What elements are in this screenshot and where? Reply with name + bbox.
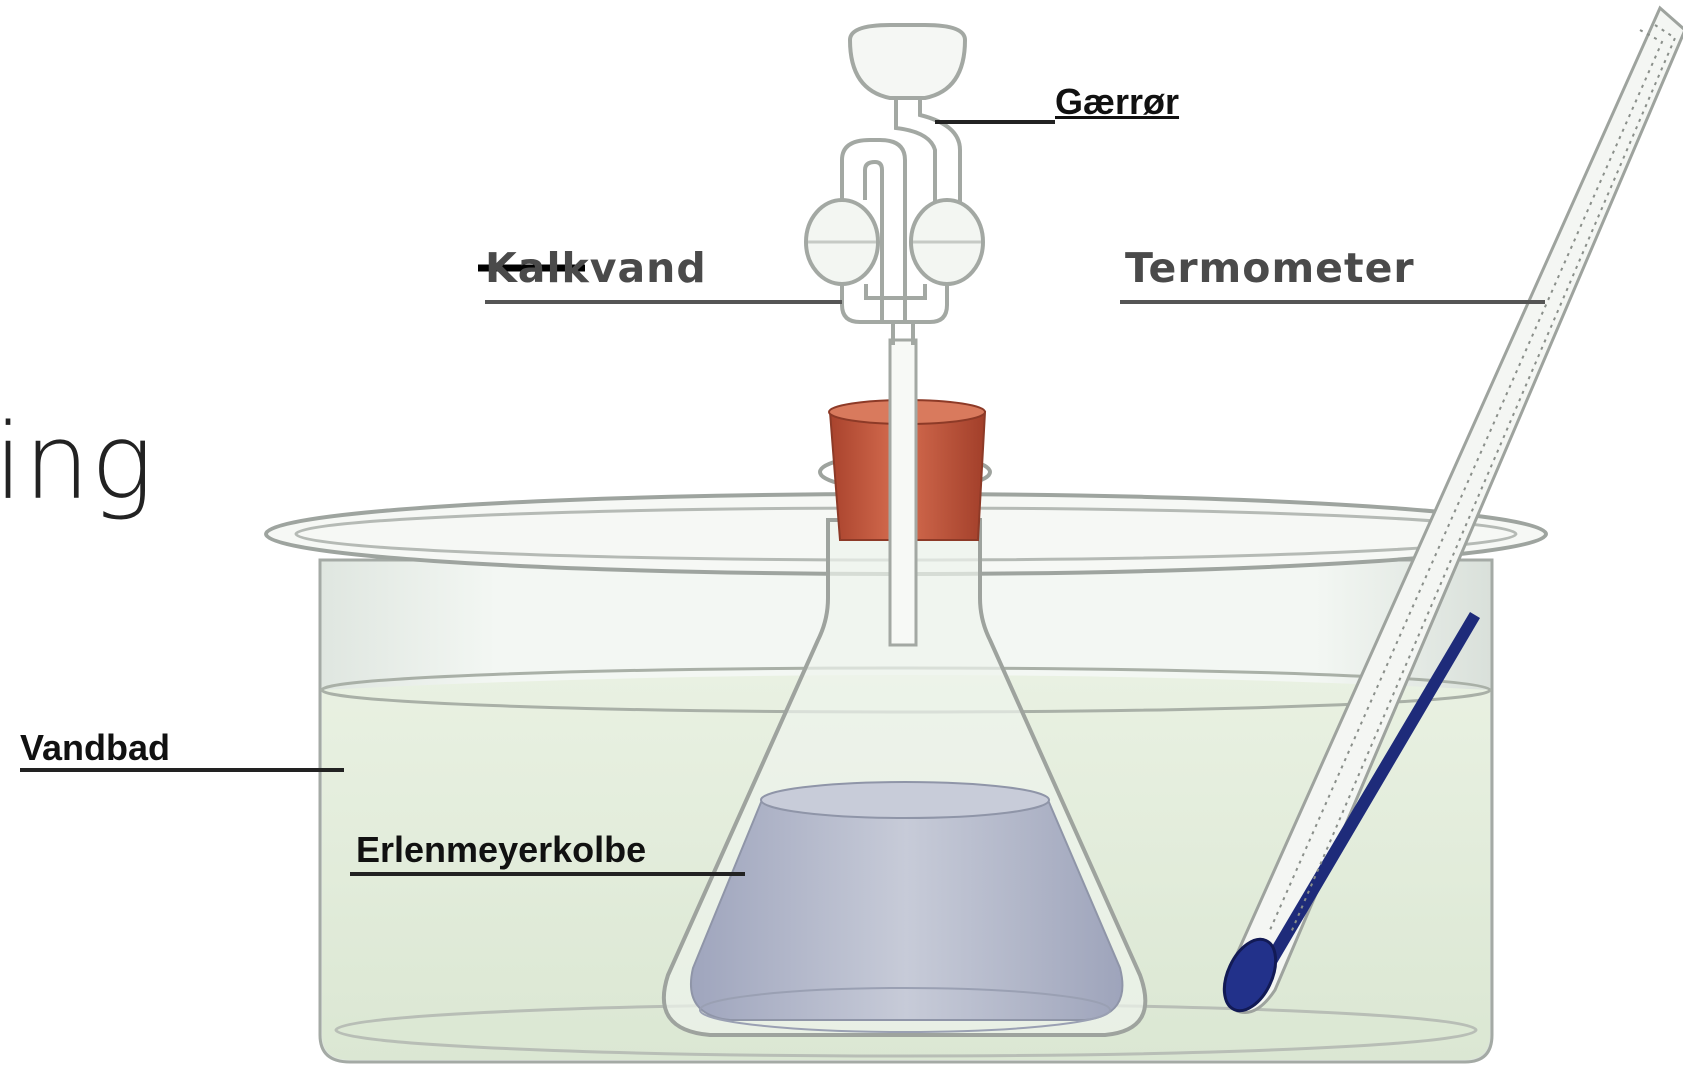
fermentation-lock — [806, 25, 983, 345]
label-vandbad: Vandbad — [20, 730, 170, 766]
label-termometer: Termometer — [1125, 248, 1415, 289]
label-erlenmeyerkolbe: Erlenmeyerkolbe — [356, 832, 646, 868]
label-gaerroer: Gærrør — [1055, 84, 1179, 120]
label-kalkvand: Kalkvand — [485, 248, 707, 289]
